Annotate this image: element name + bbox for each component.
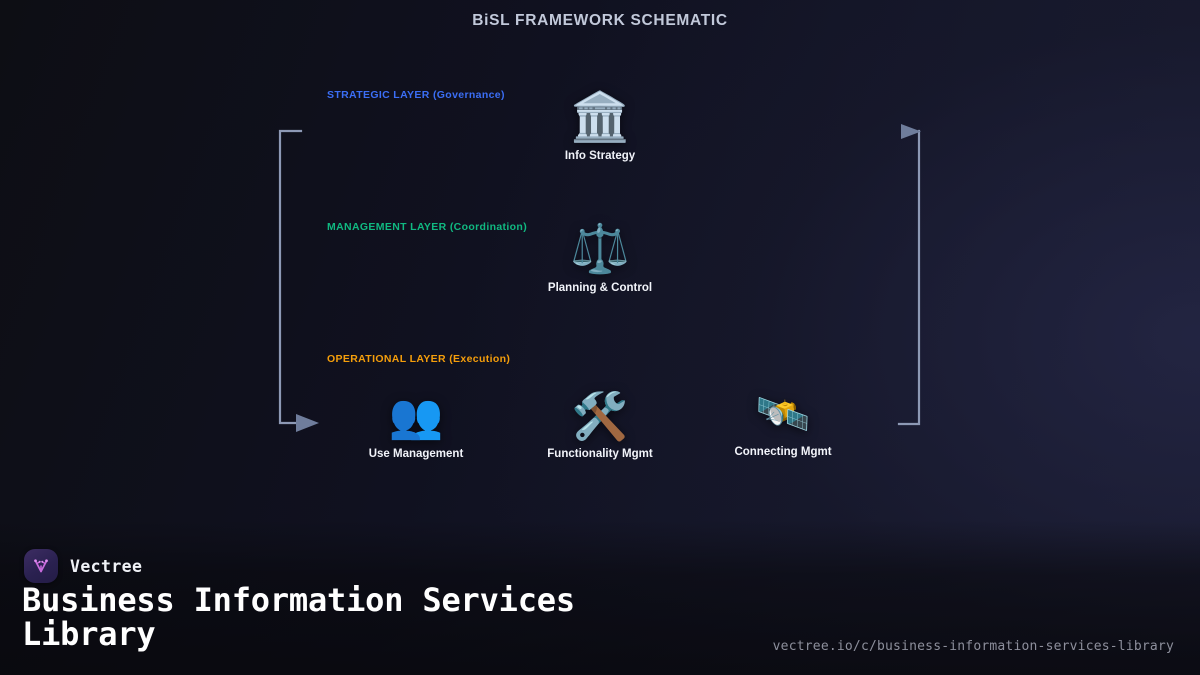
node-label-use-management: Use Management: [368, 448, 464, 460]
node-connecting-mgmt[interactable]: 🛰️ Connecting Mgmt: [698, 389, 868, 459]
footer-url: vectree.io/c/business-information-servic…: [772, 639, 1174, 654]
right-flow-bracket: [897, 124, 921, 426]
page-title: BiSL FRAMEWORK SCHEMATIC: [472, 12, 728, 29]
layer-label-operational: OPERATIONAL LAYER (Execution): [327, 353, 511, 365]
brand-name: Vectree: [70, 556, 143, 576]
footer-title: Business Information Services Library: [22, 581, 575, 653]
two-people-icon: 👥: [388, 391, 444, 442]
satellite-icon: 🛰️: [755, 389, 811, 440]
node-functionality-mgmt[interactable]: 🛠️ Functionality Mgmt: [515, 393, 685, 460]
classical-building-icon: 🏛️: [570, 89, 630, 145]
layer-label-strategic: STRATEGIC LAYER (Governance): [327, 89, 505, 101]
node-use-management[interactable]: 👥 Use Management: [331, 391, 501, 461]
node-label-planning-control: Planning & Control: [547, 282, 653, 294]
layer-label-management: MANAGEMENT LAYER (Coordination): [327, 221, 528, 233]
brand[interactable]: Vectree: [24, 549, 142, 583]
left-flow-bracket: [278, 129, 319, 432]
balance-scale-icon: ⚖️: [570, 221, 630, 277]
node-label-functionality-mgmt: Functionality Mgmt: [547, 448, 653, 460]
node-info-strategy[interactable]: 🏛️ Info Strategy: [515, 93, 685, 162]
node-label-connecting-mgmt: Connecting Mgmt: [734, 446, 832, 458]
footer-bar: Vectree Business Information Services Li…: [0, 520, 1200, 675]
vectree-tree-logo-icon: [24, 549, 58, 583]
hammer-and-wrench-icon: 🛠️: [571, 389, 629, 443]
node-label-info-strategy: Info Strategy: [564, 150, 636, 162]
node-planning-control[interactable]: ⚖️ Planning & Control: [515, 225, 685, 294]
